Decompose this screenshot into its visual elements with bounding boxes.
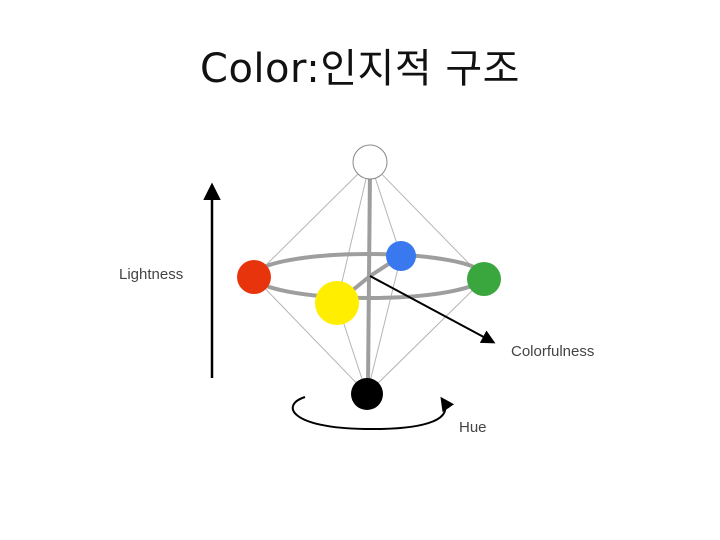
black-point [351,378,383,410]
colorfulness-arrow [369,275,496,344]
yellow-point [315,281,359,325]
colorfulness-label: Colorfulness [511,343,594,360]
white-point [352,144,388,180]
green-point [467,262,501,296]
slide-title: Color:인지적 구조 [200,46,520,92]
upper-wireframe [253,161,485,304]
red-point [237,260,271,294]
blue-point [386,241,416,271]
hue-rotation-arrow [291,396,455,431]
hue-label: Hue [459,419,487,436]
lightness-label: Lightness [119,266,183,283]
